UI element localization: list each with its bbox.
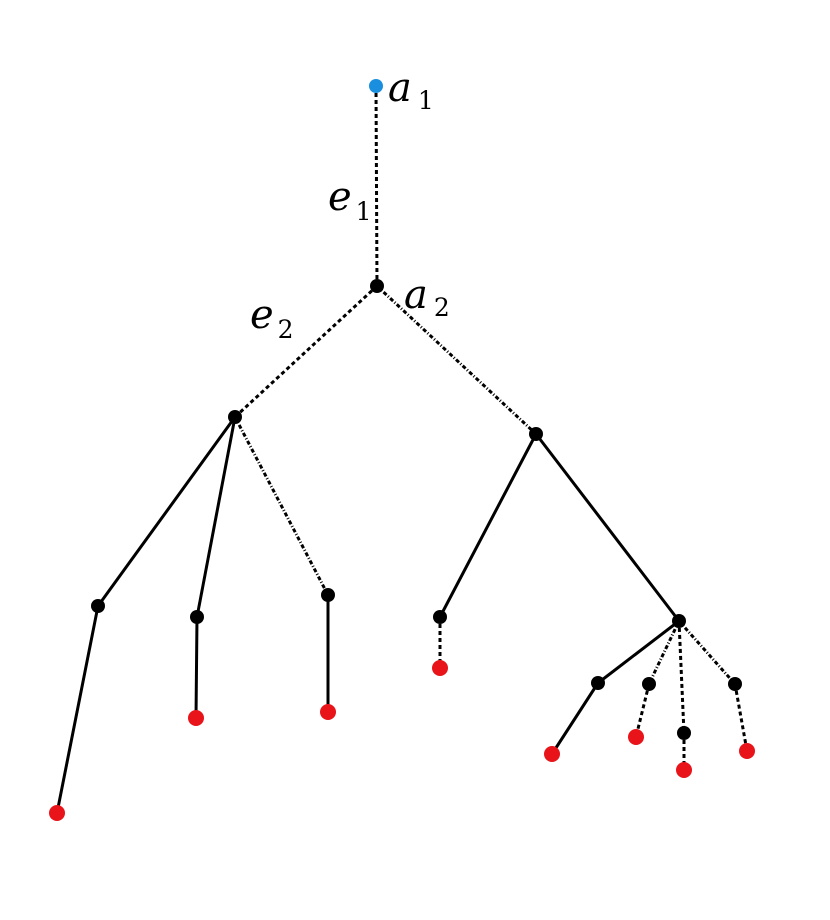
leaf-node [628, 729, 644, 745]
edge [195, 416, 237, 618]
internal-node [433, 610, 447, 624]
edge [634, 683, 651, 738]
edge-a2-right [375, 284, 538, 436]
leaf-node [676, 762, 692, 778]
edge [677, 620, 737, 685]
internal-node [728, 677, 742, 691]
internal-node [672, 614, 686, 628]
edge [550, 682, 600, 755]
edge-e1 [374, 85, 379, 287]
internal-node [228, 410, 242, 424]
leaf-node [49, 805, 65, 821]
edge [733, 683, 749, 752]
root-node-a1 [369, 79, 383, 93]
internal-node [91, 599, 105, 613]
node-a2 [370, 279, 384, 293]
edge [438, 433, 538, 618]
internal-node [321, 588, 335, 602]
internal-node [190, 610, 204, 624]
leaf-node [544, 746, 560, 762]
leaf-node [739, 743, 755, 759]
internal-node [642, 677, 656, 691]
leaf-node [188, 710, 204, 726]
internal-node [529, 427, 543, 441]
edge [597, 619, 680, 685]
edge [677, 620, 686, 734]
edge [534, 433, 681, 622]
edge [96, 416, 237, 607]
internal-node [677, 726, 691, 740]
leaf-node [320, 704, 336, 720]
edge [233, 416, 330, 596]
leaf-node [432, 660, 448, 676]
edge [647, 620, 681, 685]
edge [55, 605, 100, 814]
internal-node [591, 676, 605, 690]
edge [194, 616, 199, 719]
